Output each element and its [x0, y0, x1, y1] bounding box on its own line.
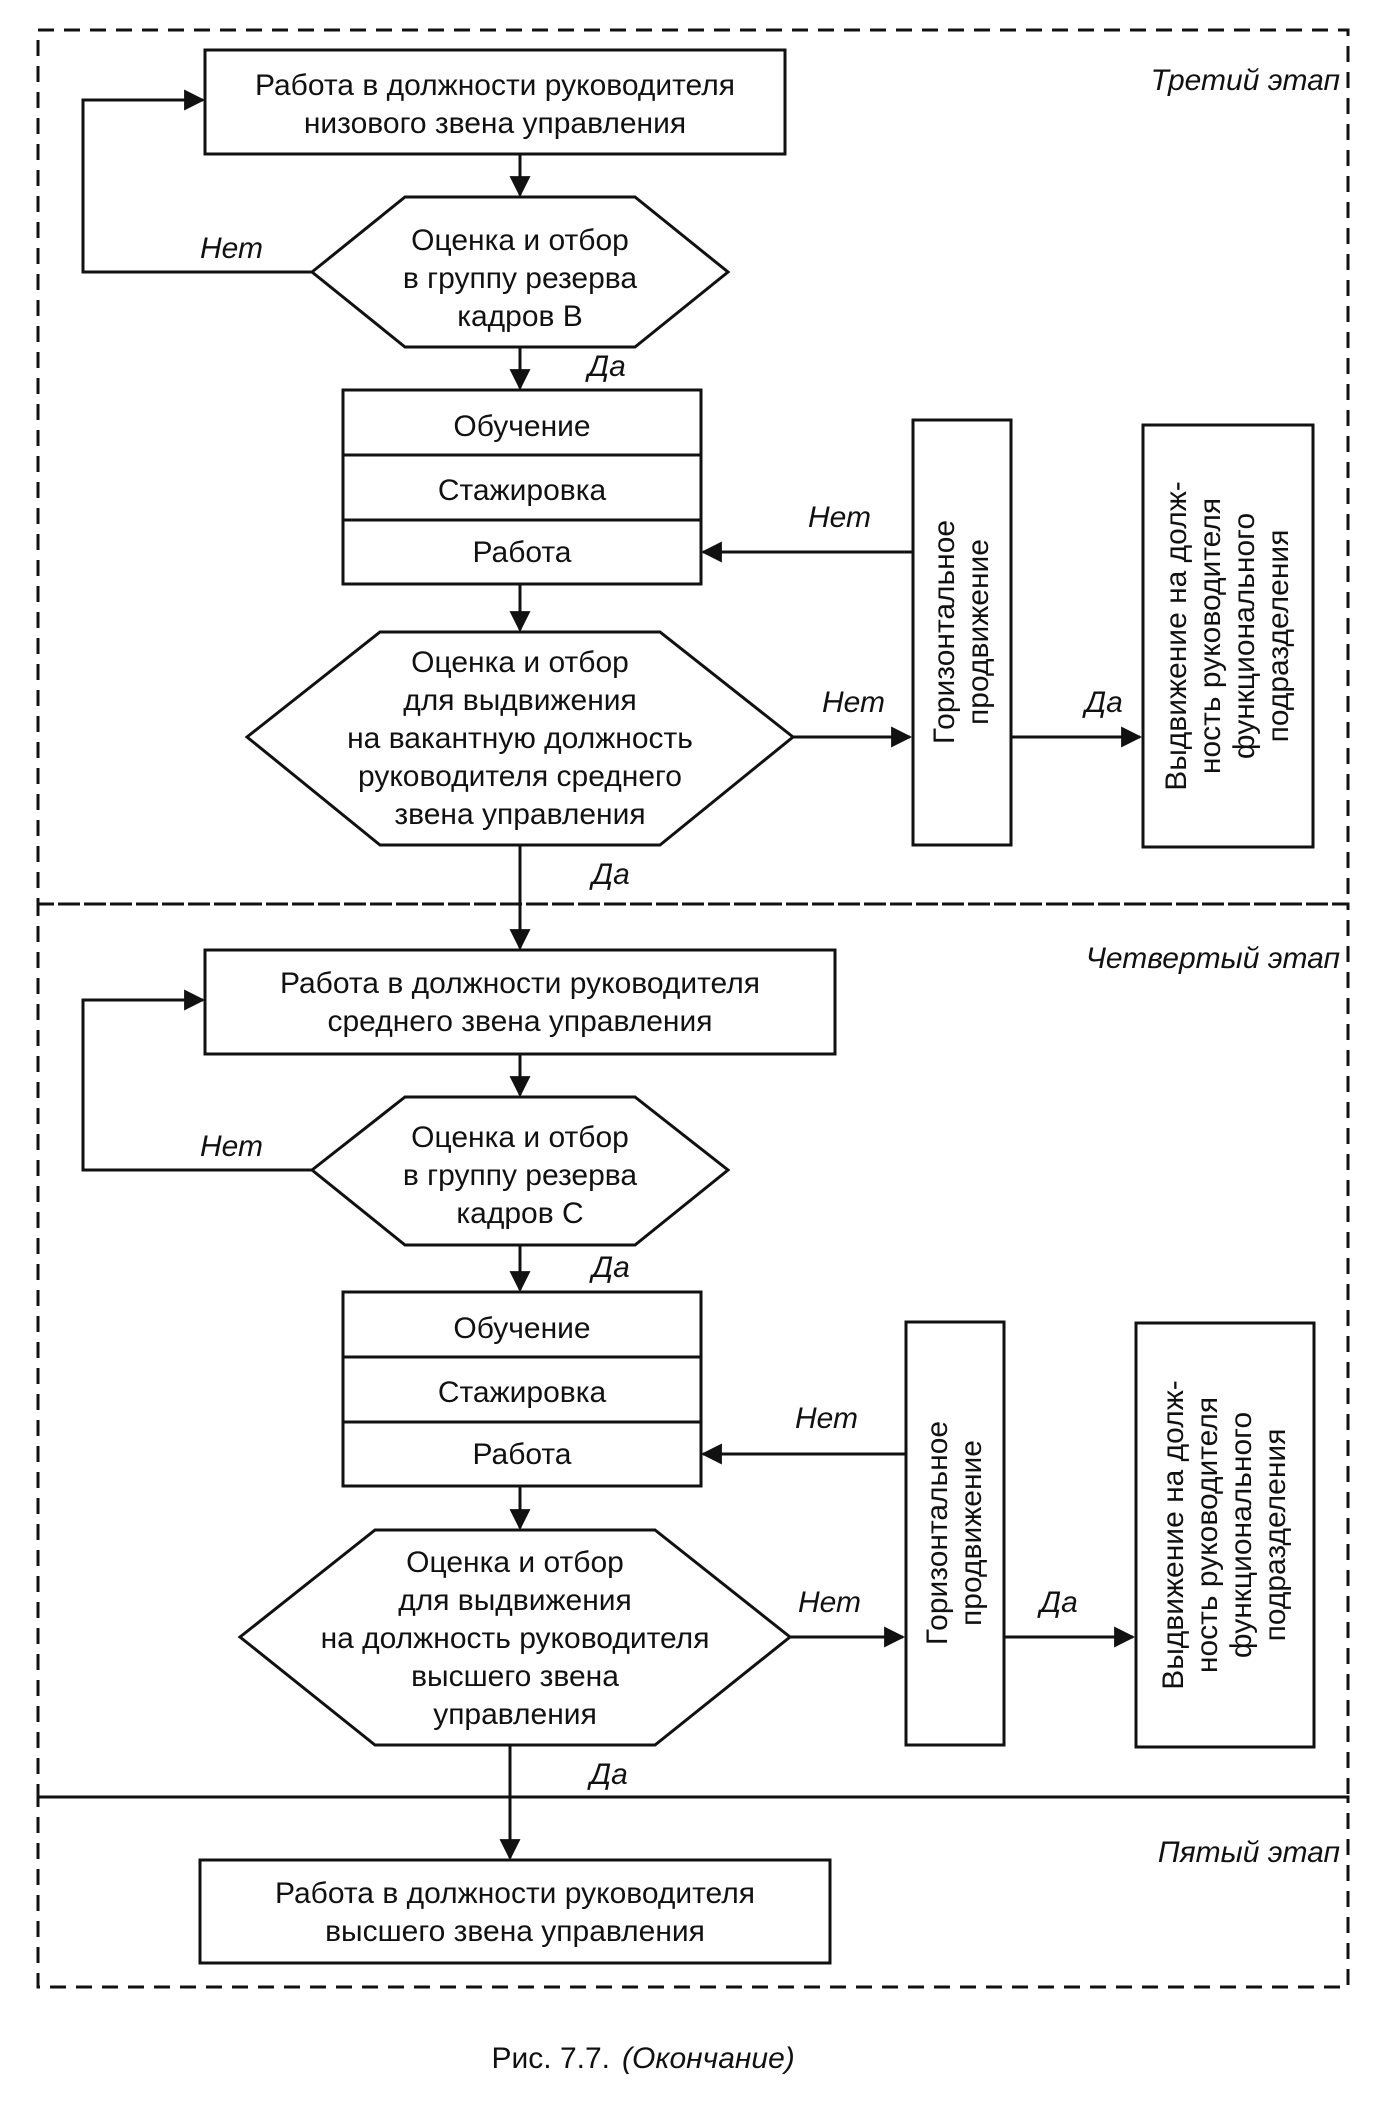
stage3-label: Третий этап [1151, 64, 1340, 97]
stage5-frame [36, 1795, 1350, 1989]
stage4-yes-label-1: Да [589, 1251, 630, 1284]
work-row: Работа [473, 536, 572, 569]
svg-text:подразделения: подразделения [1259, 1429, 1292, 1642]
svg-text:звена управления: звена управления [394, 798, 645, 831]
stage4-frame [36, 902, 1350, 1799]
svg-text:в группу резерва: в группу резерва [403, 262, 637, 295]
stage3-yes-label-1: Да [585, 350, 626, 383]
svg-text:Оценка и отбор: Оценка и отбор [406, 1546, 624, 1579]
stage4-no-label-3: Нет [795, 1402, 858, 1435]
svg-text:кадров В: кадров В [457, 300, 583, 333]
svg-text:высшего звена управления: высшего звена управления [325, 1915, 705, 1948]
stage3-yes-label-3: Да [589, 858, 630, 891]
stage3-yes-label-2: Да [1082, 686, 1123, 719]
stage4-promotion-decision: Оценка и отбор для выдвижения на должнос… [237, 1528, 793, 1747]
arrow-s4-no-loop [81, 989, 312, 1172]
stage5-work-box: Работа в должности руководителя высшего … [198, 1858, 832, 1965]
svg-text:(Окончание): (Окончание) [622, 2042, 795, 2075]
svg-text:Выдвижение на долж-: Выдвижение на долж- [1160, 481, 1193, 791]
stage4-no-label-2: Нет [798, 1586, 861, 1619]
stage3-horizontal-box: Горизонтальное продвижение [911, 418, 1013, 847]
svg-text:Горизонтальное: Горизонтальное [921, 1421, 954, 1645]
svg-text:управления: управления [433, 1698, 597, 1731]
figure-caption: Рис. 7.7. (Окончание) [492, 2042, 795, 2075]
svg-text:в группу резерва: в группу резерва [403, 1159, 637, 1192]
svg-text:Рис. 7.7.: Рис. 7.7. [492, 2042, 610, 2075]
svg-text:Оценка и отбор: Оценка и отбор [411, 1121, 629, 1154]
stage3-functional-box: Выдвижение на долж- ность руководителя ф… [1141, 423, 1315, 849]
svg-text:Горизонтальное: Горизонтальное [928, 520, 961, 744]
svg-text:продвижение: продвижение [962, 539, 995, 725]
stage4-work-box: Работа в должности руководителя среднего… [203, 948, 837, 1056]
stage3-no-label-2: Нет [822, 686, 885, 719]
stage4-training-block: Обучение Стажировка Работа [341, 1290, 703, 1488]
internship-row: Стажировка [438, 1376, 607, 1409]
stage4-no-label-1: Нет [200, 1130, 263, 1163]
svg-text:кадров С: кадров С [456, 1197, 583, 1230]
stage3-work-box: Работа в должности руководителя низового… [203, 48, 787, 156]
svg-text:функционального: функционального [1228, 513, 1261, 759]
svg-text:на должность руководителя: на должность руководителя [321, 1622, 710, 1655]
svg-text:на вакантную должность: на вакантную должность [347, 722, 693, 755]
stage4-functional-box: Выдвижение на долж- ность руководителя ф… [1134, 1321, 1316, 1749]
stage4-reserve-decision: Оценка и отбор в группу резерва кадров С [309, 1095, 731, 1247]
stage3-promotion-decision: Оценка и отбор для выдвижения на вакантн… [244, 630, 796, 847]
svg-text:для выдвижения: для выдвижения [403, 684, 637, 717]
stage3-training-block: Обучение Стажировка Работа [341, 388, 703, 586]
svg-text:Работа в должности руководител: Работа в должности руководителя [280, 967, 760, 1000]
svg-text:Работа в должности руководител: Работа в должности руководителя [275, 1877, 755, 1910]
svg-text:подразделения: подразделения [1262, 530, 1295, 743]
svg-text:Оценка и отбор: Оценка и отбор [411, 224, 629, 257]
stage3-reserve-decision: Оценка и отбор в группу резерва кадров В [309, 195, 731, 349]
svg-text:высшего звена: высшего звена [411, 1660, 619, 1693]
stage3-no-label-3: Нет [808, 501, 871, 534]
svg-text:ность руководителя: ность руководителя [1191, 1397, 1224, 1673]
stage4-yes-label-3: Да [587, 1758, 628, 1791]
training-row: Обучение [453, 410, 590, 443]
svg-text:Оценка и отбор: Оценка и отбор [411, 646, 629, 679]
svg-text:руководителя среднего: руководителя среднего [358, 760, 682, 793]
internship-row: Стажировка [438, 474, 607, 507]
svg-text:Выдвижение на долж-: Выдвижение на долж- [1157, 1380, 1190, 1690]
svg-text:низового звена управления: низового звена управления [304, 107, 686, 140]
training-row: Обучение [453, 1312, 590, 1345]
svg-text:ность руководителя: ность руководителя [1194, 498, 1227, 774]
svg-text:Работа в должности руководител: Работа в должности руководителя [255, 69, 735, 102]
work-row: Работа [473, 1438, 572, 1471]
stage3-no-label-1: Нет [200, 232, 263, 265]
svg-text:для выдвижения: для выдвижения [398, 1584, 632, 1617]
svg-text:продвижение: продвижение [955, 1440, 988, 1626]
stage5-label: Пятый этап [1158, 1836, 1340, 1869]
arrow-s3-no-loop [81, 89, 312, 274]
stage4-horizontal-box: Горизонтальное продвижение [904, 1320, 1006, 1747]
svg-text:функционального: функционального [1225, 1412, 1258, 1658]
stage4-label: Четвертый этап [1086, 942, 1340, 975]
svg-text:среднего звена управления: среднего звена управления [327, 1005, 712, 1038]
stage4-yes-label-2: Да [1037, 1586, 1078, 1619]
